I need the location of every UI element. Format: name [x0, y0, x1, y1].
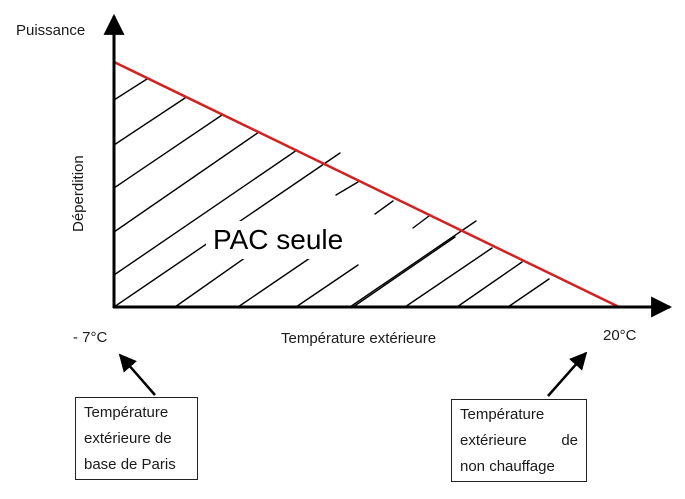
callout-line: Température [460, 406, 545, 423]
y-axis-subtitle: Déperdition [70, 155, 87, 232]
callout-non-heating-temperature: Température extérieure de non chauffage [451, 399, 587, 482]
hatch-pattern [113, 78, 550, 308]
x-axis-max-label: 20°C [603, 327, 637, 344]
callout-arrow-left [118, 353, 156, 396]
label-backdrop [206, 221, 358, 259]
x-axis-title: Température extérieure [281, 330, 437, 347]
callout-line: base de Paris [84, 456, 176, 473]
callout-line-justified: extérieure de [460, 428, 578, 454]
callout-line: Température [84, 404, 169, 421]
callout-word: extérieure [460, 432, 527, 449]
callout-line: extérieure de [84, 430, 172, 447]
callout-arrow-right [547, 351, 588, 397]
callout-base-temperature: Température extérieure de base de Paris [75, 397, 198, 480]
callout-line: non chauffage [460, 458, 555, 475]
heat-loss-line [113, 60, 620, 309]
callout-word: de [561, 432, 578, 449]
x-axis-min-label: - 7°C [73, 329, 108, 346]
y-axis-title: Puissance [16, 22, 86, 39]
region-label: PAC seule [213, 224, 344, 255]
